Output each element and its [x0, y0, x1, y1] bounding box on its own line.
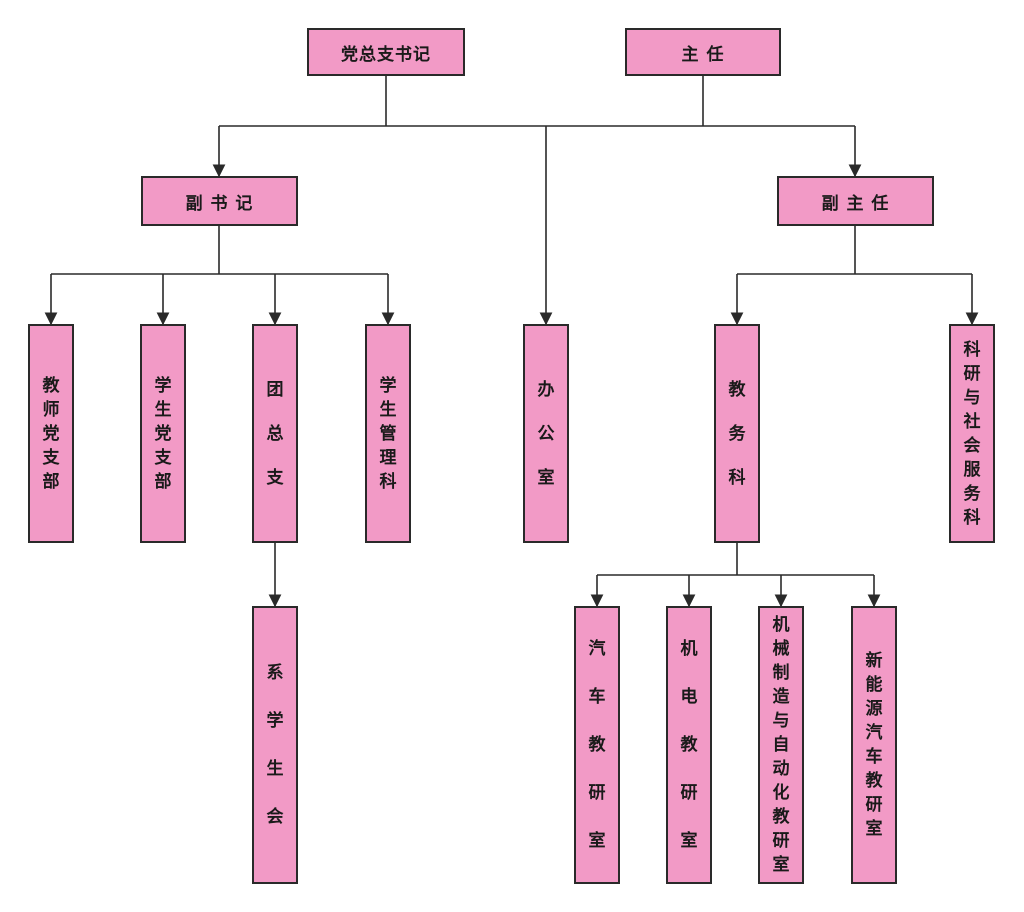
office-node: 办公室 [523, 324, 569, 543]
node-label: 学生党支部 [154, 375, 172, 492]
node-label: 教师党支部 [42, 375, 60, 492]
director-node: 主 任 [625, 28, 781, 76]
electromech-teaching-research-node: 机电教研室 [666, 606, 712, 884]
student-party-branch-node: 学生党支部 [140, 324, 186, 543]
node-label: 科研与社会服务科 [963, 339, 981, 528]
party-secretary-node: 党总支书记 [307, 28, 465, 76]
node-label: 教务科 [728, 379, 746, 488]
deputy-secretary-node: 副 书 记 [141, 176, 298, 226]
node-label: 系学生会 [266, 663, 284, 827]
teacher-party-branch-node: 教师党支部 [28, 324, 74, 543]
node-label: 团总支 [266, 379, 284, 488]
youth-league-branch-node: 团总支 [252, 324, 298, 543]
academic-affairs-node: 教务科 [714, 324, 760, 543]
node-label: 机械制造与自动化教研室 [772, 615, 790, 875]
mechanical-automation-teaching-research-node: 机械制造与自动化教研室 [758, 606, 804, 884]
node-label: 学生管理科 [379, 375, 397, 492]
student-affairs-node: 学生管理科 [365, 324, 411, 543]
node-label: 办公室 [537, 379, 555, 488]
student-union-node: 系学生会 [252, 606, 298, 884]
deputy-director-node: 副 主 任 [777, 176, 934, 226]
research-social-service-node: 科研与社会服务科 [949, 324, 995, 543]
node-label: 新能源汽车教研室 [865, 651, 883, 839]
new-energy-auto-teaching-research-node: 新能源汽车教研室 [851, 606, 897, 884]
auto-teaching-research-node: 汽车教研室 [574, 606, 620, 884]
node-label: 汽车教研室 [588, 639, 606, 851]
node-label: 机电教研室 [680, 639, 698, 851]
